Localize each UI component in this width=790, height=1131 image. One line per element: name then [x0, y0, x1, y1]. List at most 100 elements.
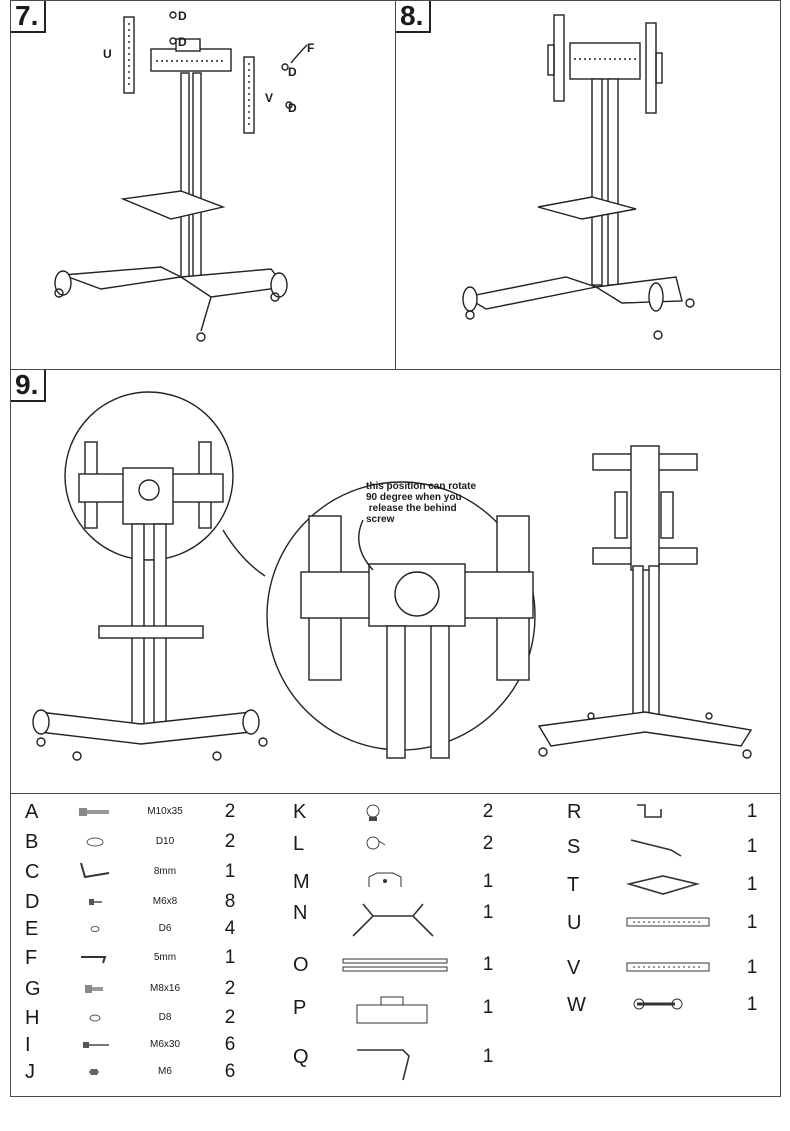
- part-code: W: [567, 994, 586, 1016]
- part-spec: D8: [158, 1012, 172, 1023]
- part-row: P 1: [293, 995, 513, 1029]
- rotation-note: this position can rotate 90 degree when …: [366, 481, 477, 525]
- part-quantity: 1: [482, 902, 494, 923]
- step-8-panel: 8.: [395, 0, 781, 370]
- screw-icon: [89, 899, 102, 905]
- part-row: U 1: [567, 910, 777, 936]
- part-spec: M6x30: [149, 1039, 180, 1050]
- mount-plate-icon: [356, 996, 428, 1024]
- strap-icon: [630, 839, 682, 857]
- column-tubes-icon: [342, 958, 448, 972]
- part-row: M 1: [293, 869, 513, 895]
- label-d-2: D: [178, 35, 187, 49]
- part-quantity: 2: [224, 801, 236, 822]
- part-quantity: 4: [224, 918, 236, 939]
- part-spec: 8mm: [153, 866, 177, 877]
- part-quantity: 2: [482, 801, 494, 822]
- part-code: J: [25, 1061, 35, 1083]
- part-quantity: 1: [482, 1046, 494, 1067]
- part-row: S 1: [567, 834, 777, 860]
- part-quantity: 1: [746, 912, 758, 933]
- part-row: G M8x16 2: [25, 976, 255, 1002]
- step-7-number: 7.: [11, 1, 47, 33]
- part-code: I: [25, 1034, 31, 1056]
- allen-key-icon: [81, 956, 107, 964]
- part-quantity: 6: [224, 1034, 236, 1055]
- part-spec: 5mm: [153, 952, 177, 963]
- parts-list: A M10x35 2 B D10 2 C 8mm 1 D M6x8 8 E D6: [10, 793, 781, 1097]
- part-quantity: 6: [224, 1061, 236, 1082]
- step-9-number: 9.: [11, 370, 47, 402]
- part-code: T: [567, 874, 580, 896]
- step-9-panel: 9.: [10, 369, 781, 794]
- part-quantity: 2: [482, 833, 494, 854]
- part-row: T 1: [567, 872, 777, 898]
- step-8-illustration: [462, 14, 695, 340]
- part-code: A: [25, 801, 39, 823]
- rail-icon: [626, 962, 710, 972]
- part-code: O: [293, 954, 309, 976]
- part-code: P: [293, 997, 307, 1019]
- part-spec: D6: [158, 923, 172, 934]
- part-spec: M8x16: [149, 983, 180, 994]
- step-9-illustration: [32, 391, 753, 761]
- step-7-panel: 7.: [10, 0, 396, 370]
- long-screw-icon: [83, 1042, 109, 1048]
- label-d-3: D: [288, 65, 297, 79]
- label-d-4: D: [288, 101, 297, 115]
- part-quantity: 1: [746, 801, 758, 822]
- part-row: R 1: [567, 799, 777, 825]
- part-quantity: 2: [224, 1007, 236, 1028]
- bolt-icon: [79, 808, 109, 816]
- part-quantity: 1: [746, 836, 758, 857]
- part-row: C 8mm 1: [25, 859, 255, 885]
- step-7-illustration: [54, 11, 308, 342]
- part-quantity: 8: [224, 891, 236, 912]
- label-d-1: D: [178, 9, 187, 23]
- part-quantity: 1: [746, 957, 758, 978]
- part-row: I M6x30 6: [25, 1032, 255, 1058]
- part-row: F 5mm 1: [25, 945, 255, 971]
- part-quantity: 1: [482, 871, 494, 892]
- bolt-icon: [85, 985, 103, 993]
- part-code: G: [25, 978, 41, 1000]
- part-code: C: [25, 861, 40, 883]
- allen-key-icon: [80, 862, 110, 879]
- part-quantity: 1: [482, 997, 494, 1018]
- part-row: H D8 2: [25, 1005, 255, 1031]
- washer-icon: [86, 837, 104, 847]
- part-row: V 1: [567, 955, 777, 981]
- part-spec: D10: [155, 836, 175, 847]
- shelf-arm-icon: [357, 1049, 410, 1081]
- part-code: H: [25, 1007, 40, 1029]
- shelf-icon: [625, 875, 701, 895]
- part-spec: M10x35: [147, 806, 183, 817]
- part-spec: M6: [158, 1066, 172, 1077]
- part-code: M: [293, 871, 310, 893]
- part-code: K: [293, 801, 307, 823]
- label-v: V: [265, 91, 274, 105]
- part-row: Q 1: [293, 1044, 513, 1084]
- part-row: B D10 2: [25, 829, 255, 855]
- base-frame-icon: [352, 903, 434, 937]
- part-row: W 1: [567, 992, 777, 1018]
- part-row: K 2: [293, 799, 513, 825]
- part-spec: M6x8: [152, 896, 178, 907]
- label-u: U: [103, 47, 112, 61]
- part-row: J M6 6: [25, 1059, 255, 1085]
- part-code: S: [567, 836, 581, 858]
- part-code: B: [25, 831, 39, 853]
- part-row: L 2: [293, 831, 513, 857]
- part-code: V: [567, 957, 581, 979]
- part-row: A M10x35 2: [25, 799, 255, 825]
- wrench-icon: [633, 998, 683, 1010]
- part-code: U: [567, 912, 582, 934]
- part-code: E: [25, 918, 39, 940]
- step-8-number: 8.: [396, 1, 432, 33]
- locking-caster-icon: [366, 836, 386, 850]
- part-quantity: 2: [224, 831, 236, 852]
- caster-icon: [366, 804, 380, 821]
- bracket-icon: [368, 872, 402, 887]
- part-quantity: 1: [224, 861, 236, 882]
- part-row: D M6x8 8: [25, 889, 255, 915]
